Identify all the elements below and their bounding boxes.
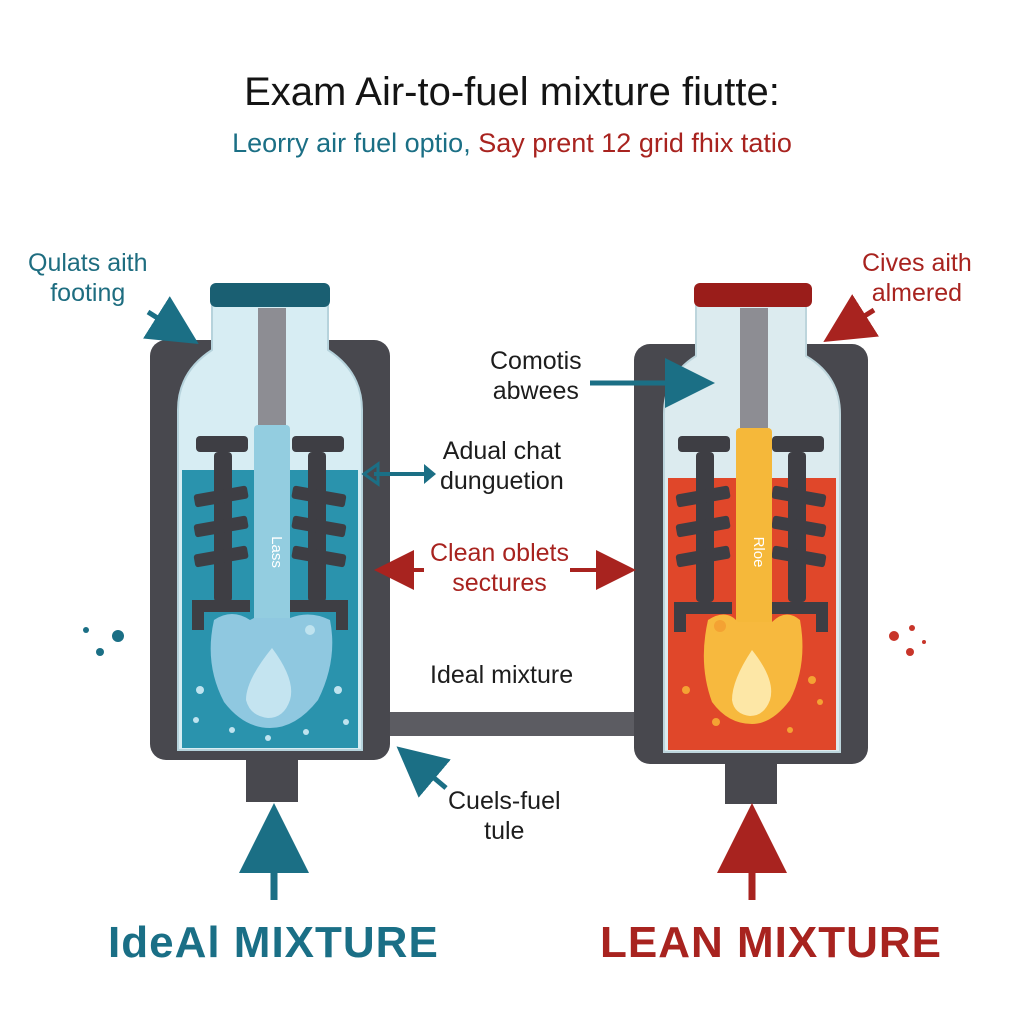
page-title: Exam Air-to-fuel mixture fiutte: xyxy=(244,70,780,114)
lean-mixture-heading: LEAN MIXTURE xyxy=(600,918,942,967)
label-clean: Clean oblets sectures xyxy=(430,539,569,597)
label-adual: Adual chat dunguetion xyxy=(440,437,564,495)
subtitle-left: Leorry air fuel optio, xyxy=(232,128,471,158)
ideal-mixture-heading: IdeAl MIXTURE xyxy=(108,918,439,967)
arrow-adual-head-right xyxy=(424,464,436,484)
arrow-adual-head-left xyxy=(361,461,380,487)
arrow-cuels xyxy=(396,746,451,798)
page-subtitle: Leorry air fuel optio, Say prent 12 grid… xyxy=(0,128,1024,159)
subtitle-right: Say prent 12 grid fhix tatio xyxy=(478,128,792,158)
left-tank-tag: Lass xyxy=(268,536,285,568)
connector-pipe xyxy=(385,712,643,736)
right-tank-tag: Rloe xyxy=(750,537,767,568)
label-cuels: Cuels-fuel tule xyxy=(448,787,561,845)
arrow-top-left xyxy=(143,296,199,345)
label-comotis: Comotis abwees xyxy=(490,347,582,405)
label-top-right: Cives aith almered xyxy=(862,249,972,307)
lean-tank xyxy=(634,283,926,804)
label-ideal-center: Ideal mixture xyxy=(430,661,574,689)
arrow-top-right xyxy=(823,294,879,343)
ideal-tank xyxy=(83,283,390,802)
label-top-left: Qulats aith footing xyxy=(28,249,148,307)
